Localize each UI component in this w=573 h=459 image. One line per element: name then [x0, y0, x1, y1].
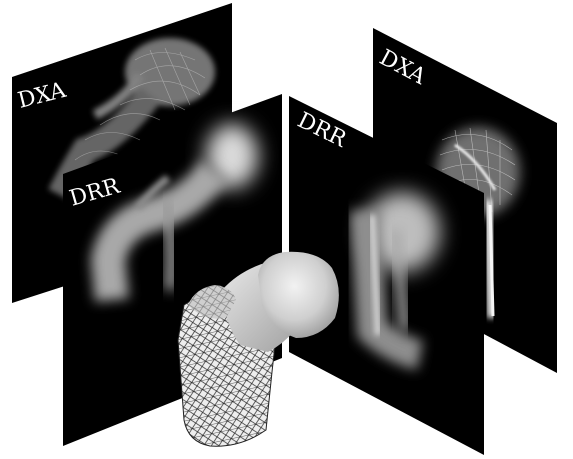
bone-registration-figure: DXA DRR DXA: [0, 0, 573, 459]
